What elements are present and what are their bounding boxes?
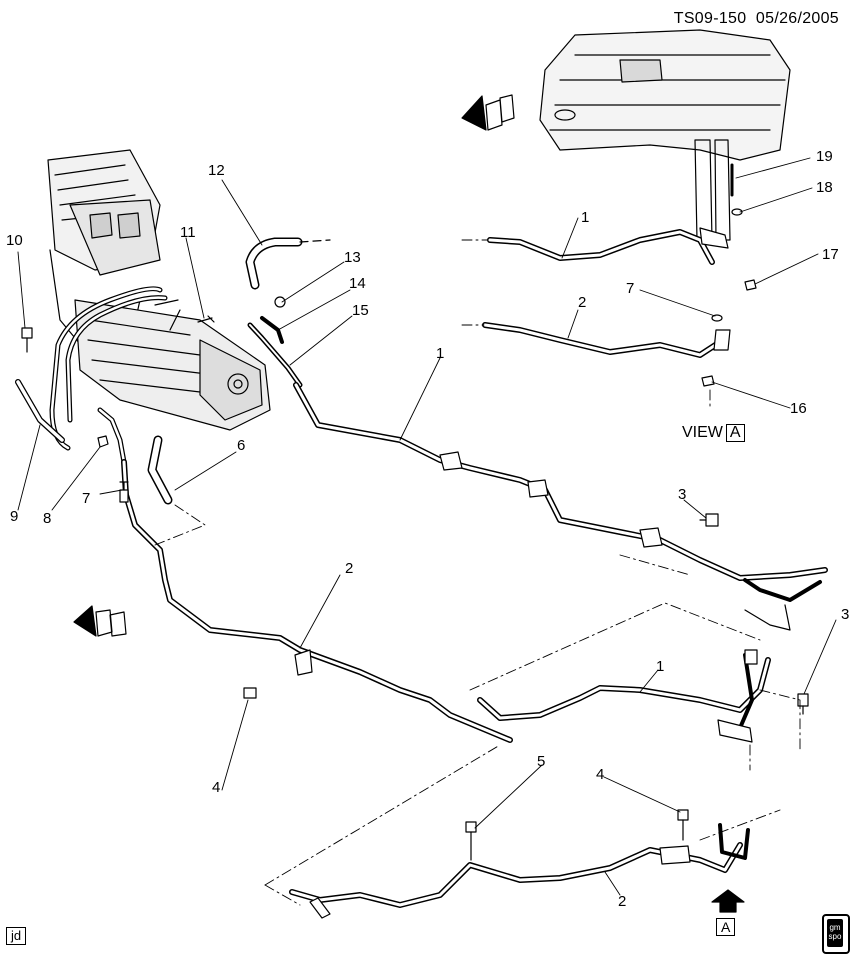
callout-9: 9 — [10, 508, 18, 525]
diagram-header: TS09-150 05/26/2005 — [674, 10, 839, 28]
bolt-5 — [465, 821, 477, 861]
engine-transmission-assembly — [15, 149, 271, 465]
callout-17: 17 — [822, 246, 839, 263]
leader-lines — [17, 157, 837, 896]
cooler-line-2-main — [119, 459, 513, 743]
front-direction-arrow-lower — [73, 605, 127, 637]
callout-8: 8 — [43, 510, 51, 527]
callout-16: 16 — [790, 400, 807, 417]
seal-13 — [274, 296, 286, 308]
callout-2-main: 2 — [345, 560, 353, 577]
document-date: 05/26/2005 — [755, 10, 839, 27]
callout-1-main: 1 — [436, 345, 444, 362]
callout-2-lower: 2 — [618, 893, 626, 910]
cooler-line-1-main — [293, 382, 828, 631]
reference-lines — [154, 239, 801, 906]
bolt-3-lower — [797, 693, 809, 715]
artist-tag: jd — [6, 927, 27, 945]
hose-6 — [147, 435, 173, 505]
bolt-4-lower — [677, 809, 689, 841]
vehicle-underbody-view-a — [482, 29, 791, 387]
callout-6: 6 — [237, 437, 245, 454]
gm-spo-badge-text: gm spo — [827, 919, 843, 947]
view-a-arrow — [711, 889, 745, 913]
callout-13: 13 — [344, 249, 361, 266]
callout-7-view-a: 7 — [626, 280, 634, 297]
document-id: TS09-150 — [673, 10, 747, 27]
callout-15: 15 — [352, 302, 369, 319]
callout-3-lower: 3 — [841, 606, 849, 623]
callout-14: 14 — [349, 275, 366, 292]
callout-4-middle: 4 — [212, 779, 220, 796]
callout-7-main: 7 — [82, 490, 90, 507]
bolt-11 — [197, 315, 215, 323]
callout-4-lower: 4 — [596, 766, 604, 783]
callout-2-view-a: 2 — [578, 294, 586, 311]
callout-18: 18 — [816, 179, 833, 196]
hose-12 — [245, 237, 331, 290]
arrow-ref-box: A — [716, 918, 736, 936]
cooler-line-1-lower — [477, 649, 771, 743]
callout-3-upper: 3 — [678, 486, 686, 503]
gm-spo-badge: gm spo — [822, 914, 850, 954]
callout-1-lower: 1 — [656, 658, 664, 675]
callout-19: 19 — [816, 148, 833, 165]
view-label-text: VIEW — [682, 424, 723, 441]
clip-8 — [97, 435, 109, 448]
callout-11: 11 — [180, 224, 196, 241]
cooler-line-2-lower — [289, 823, 750, 919]
callout-labels: 1 1 1 2 2 2 3 3 4 4 5 6 7 7 8 9 10 11 12… — [6, 148, 849, 910]
view-ref-box: A — [725, 424, 745, 442]
bolt-4-middle — [243, 687, 257, 699]
bolt-10 — [21, 327, 33, 353]
callout-5: 5 — [537, 753, 545, 770]
front-direction-arrow-upper — [461, 94, 515, 131]
bolt-3-upper — [699, 513, 719, 527]
callout-12: 12 — [208, 162, 225, 179]
callout-1-view-a: 1 — [581, 209, 589, 226]
callout-10: 10 — [6, 232, 23, 249]
